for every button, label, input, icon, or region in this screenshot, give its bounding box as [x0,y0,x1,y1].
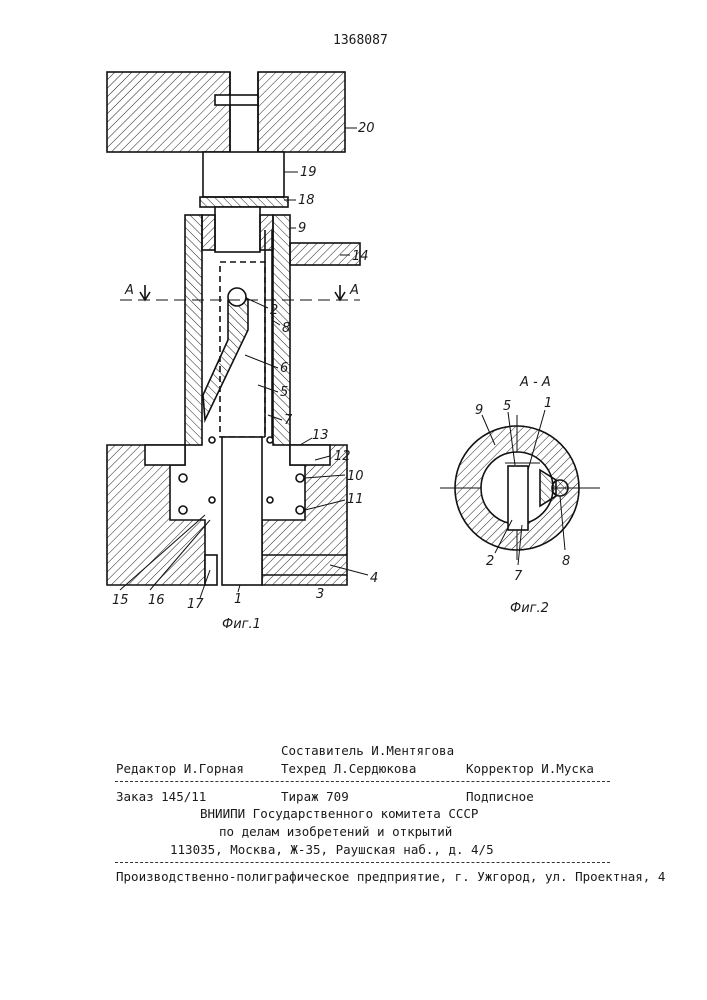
org-line-1: ВНИИПИ Государственного комитета СССР [200,806,478,821]
label-14: 14 [352,249,369,264]
label-18: 18 [298,193,315,208]
address: 113035, Москва, Ж-35, Раушская наб., д. … [170,842,494,857]
order: Заказ 145/11 [116,789,206,804]
section-mark-left: A [124,283,134,298]
printer: Производственно-полиграфическое предприя… [116,869,665,884]
label-3: 3 [316,587,324,602]
label-20: 20 [358,121,375,136]
corrector: Корректор И.Муска [466,761,594,776]
label-11: 11 [347,492,364,507]
fig2-label-9: 9 [475,403,483,418]
label-10: 10 [347,469,364,484]
label-6: 6 [280,361,288,376]
fig2-label-5: 5 [503,399,511,414]
techred: Техред Л.Сердюкова [281,761,416,776]
section-mark-right: A [349,283,359,298]
fig2-label-7: 7 [514,569,523,584]
subscription: Подписное [466,789,534,804]
editor: Редактор И.Горная [116,761,244,776]
figure-2-section-title: A - A [519,375,551,390]
label-9: 9 [298,221,306,236]
org-line-2: по делам изобретений и открытий [219,824,452,839]
label-8: 8 [282,321,290,336]
compiler: Составитель И.Ментягова [281,743,454,758]
figure-2-caption: Фиг.2 [510,601,549,616]
circulation: Тираж 709 [281,789,349,804]
divider [115,862,610,863]
label-19: 19 [300,165,317,180]
figure-1-caption: Фиг.1 [222,617,261,632]
label-4: 4 [370,571,378,586]
label-7: 7 [284,413,293,428]
label-2: 2 [270,303,278,318]
label-12: 12 [334,449,351,464]
fig2-label-2: 2 [486,554,494,569]
divider [115,781,610,782]
label-16: 16 [148,593,165,608]
figure-2-drawing [440,410,600,565]
figure-1-drawing: A A [107,72,368,598]
fig2-label-8: 8 [562,554,570,569]
label-5: 5 [280,385,288,400]
fig2-label-1: 1 [544,396,552,411]
label-17: 17 [187,597,204,612]
label-13: 13 [312,428,329,443]
label-1: 1 [234,592,242,607]
label-15: 15 [112,593,129,608]
